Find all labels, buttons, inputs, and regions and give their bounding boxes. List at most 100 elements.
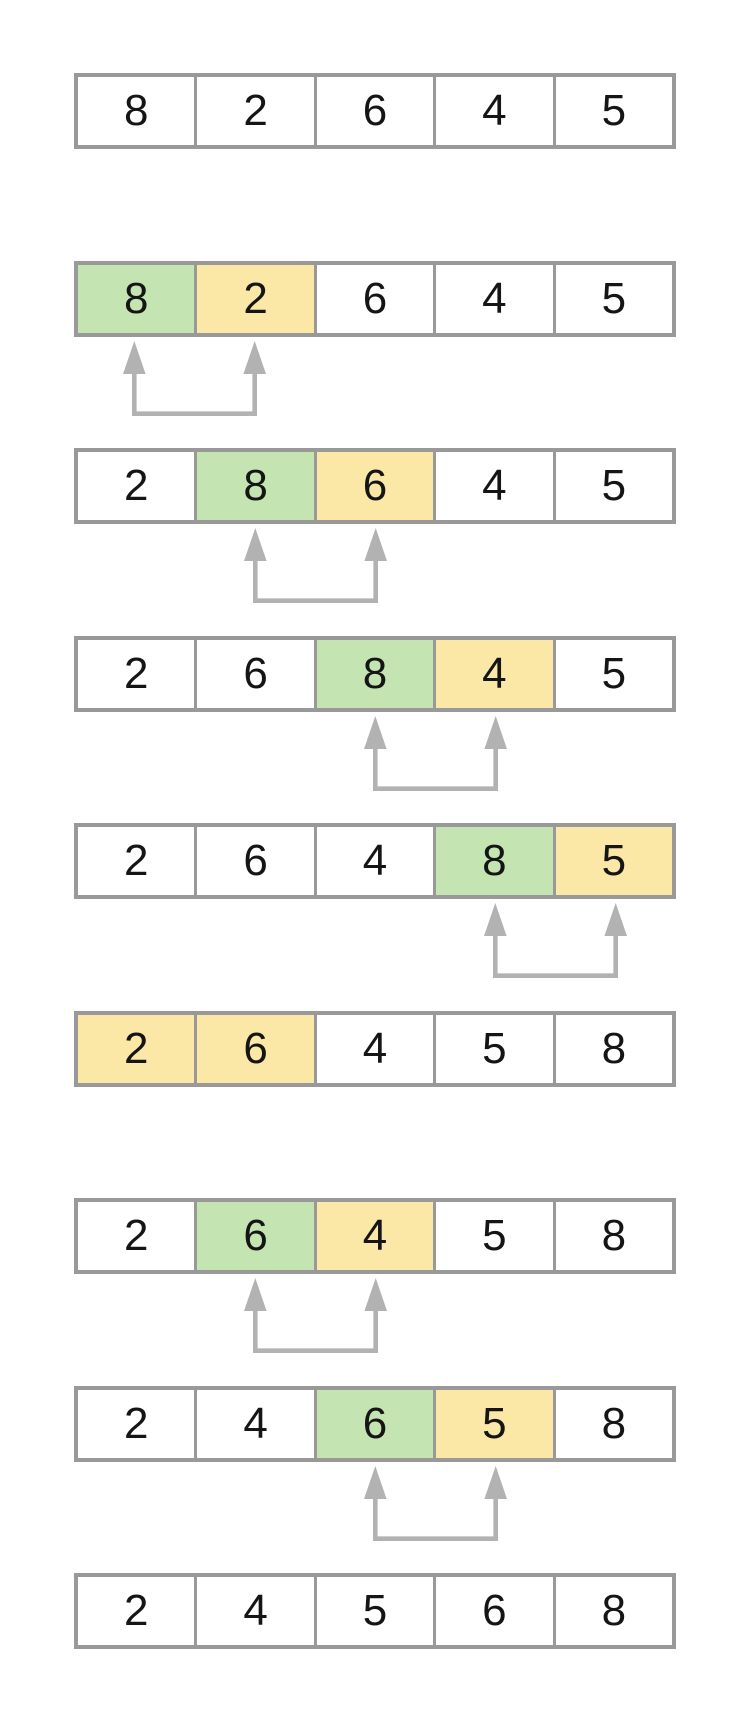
up-arrow-head-right [604,903,627,936]
array-cell: 5 [555,827,673,895]
cell-value: 2 [123,836,149,885]
cell-value: 4 [243,1586,268,1635]
cell-value: 2 [123,1024,149,1073]
array-cell: 5 [436,1015,556,1083]
array-cell: 6 [197,827,317,895]
array-cell: 5 [555,77,673,145]
up-arrow-head-right [484,716,507,749]
cell-value: 5 [601,649,627,698]
cell-value: 6 [243,1211,268,1260]
array-cell: 8 [555,1390,673,1458]
cell-value: 5 [482,1399,507,1448]
cell-value: 2 [123,1399,149,1448]
cell-value: 4 [243,1399,268,1448]
swap-arrow-connector [493,934,618,978]
array-cell: 2 [78,640,198,708]
cell-value: 6 [243,1024,268,1073]
cell-value: 6 [362,274,388,323]
array-cell: 8 [197,452,317,520]
cell-value: 5 [482,1024,507,1073]
array-row-0: 8 2 6 4 5 [74,73,676,149]
cell-value: 2 [123,461,149,510]
cell-value: 5 [601,86,627,135]
up-arrow-head-right [243,341,266,374]
cell-value: 8 [362,649,388,698]
array-cell: 2 [197,77,317,145]
array-cell: 5 [555,640,673,708]
array-row-3: 2 6 8 4 5 [74,636,676,712]
cell-value: 5 [482,1211,507,1260]
array-cell: 8 [436,827,556,895]
array-cell: 2 [78,1577,198,1645]
array-cell: 6 [197,1202,317,1270]
array-cell: 4 [316,827,437,895]
up-arrow-head-right [484,1466,507,1499]
cell-value: 4 [482,461,507,510]
cell-value: 4 [362,1211,388,1260]
array-cell: 6 [436,1577,556,1645]
array-cell: 5 [436,1202,556,1270]
array-cell: 2 [78,1390,198,1458]
up-arrow-head-left [123,341,146,374]
cell-value: 8 [123,274,149,323]
compare-swap-arrows [123,341,266,416]
cell-value: 6 [243,649,268,698]
swap-arrow-connector [132,372,257,416]
cell-value: 6 [482,1586,507,1635]
swap-arrow-connector [373,747,498,791]
array-row-2: 2 8 6 4 5 [74,448,676,524]
cell-value: 2 [243,86,268,135]
array-cell: 5 [555,265,673,333]
up-arrow-head-left [484,903,507,936]
swap-arrow-connector [253,559,378,603]
cell-value: 2 [123,1586,149,1635]
compare-swap-arrows [484,903,627,978]
array-row-1: 8 2 6 4 5 [74,261,676,337]
array-cell: 2 [78,1202,198,1270]
cell-value: 8 [601,1024,627,1073]
cell-value: 4 [362,1024,388,1073]
array-cell: 4 [316,1015,437,1083]
array-cell: 6 [197,640,317,708]
cell-value: 2 [123,649,149,698]
cell-value: 4 [362,836,388,885]
array-row-6: 2 6 4 5 8 [74,1198,676,1274]
array-cell: 4 [436,77,556,145]
array-cell: 4 [436,265,556,333]
array-cell: 4 [197,1390,317,1458]
array-cell: 4 [316,1202,437,1270]
cell-value: 2 [243,274,268,323]
cell-value: 8 [123,86,149,135]
array-cell: 2 [78,1015,198,1083]
compare-swap-arrows [364,1466,507,1541]
array-cell: 2 [197,265,317,333]
array-row-4: 2 6 4 8 5 [74,823,676,899]
up-arrow-head-right [364,528,387,561]
compare-swap-arrows [244,528,387,603]
cell-value: 5 [601,836,627,885]
array-cell: 8 [555,1202,673,1270]
array-cell: 6 [316,452,437,520]
array-cell: 5 [316,1577,437,1645]
cell-value: 5 [601,461,627,510]
cell-value: 4 [482,274,507,323]
array-cell: 8 [78,77,198,145]
array-cell: 6 [316,265,437,333]
array-cell: 5 [436,1390,556,1458]
array-row-5: 2 6 4 5 8 [74,1011,676,1087]
array-cell: 6 [316,77,437,145]
up-arrow-head-left [364,1466,387,1499]
cell-value: 8 [601,1586,627,1635]
array-cell: 6 [316,1390,437,1458]
array-cell: 2 [78,827,198,895]
up-arrow-head-left [364,716,387,749]
cell-value: 5 [601,274,627,323]
array-cell: 4 [197,1577,317,1645]
cell-value: 4 [482,86,507,135]
up-arrow-head-right [364,1278,387,1311]
array-cell: 8 [555,1015,673,1083]
cell-value: 6 [362,86,388,135]
up-arrow-head-left [244,528,267,561]
cell-value: 5 [362,1586,388,1635]
